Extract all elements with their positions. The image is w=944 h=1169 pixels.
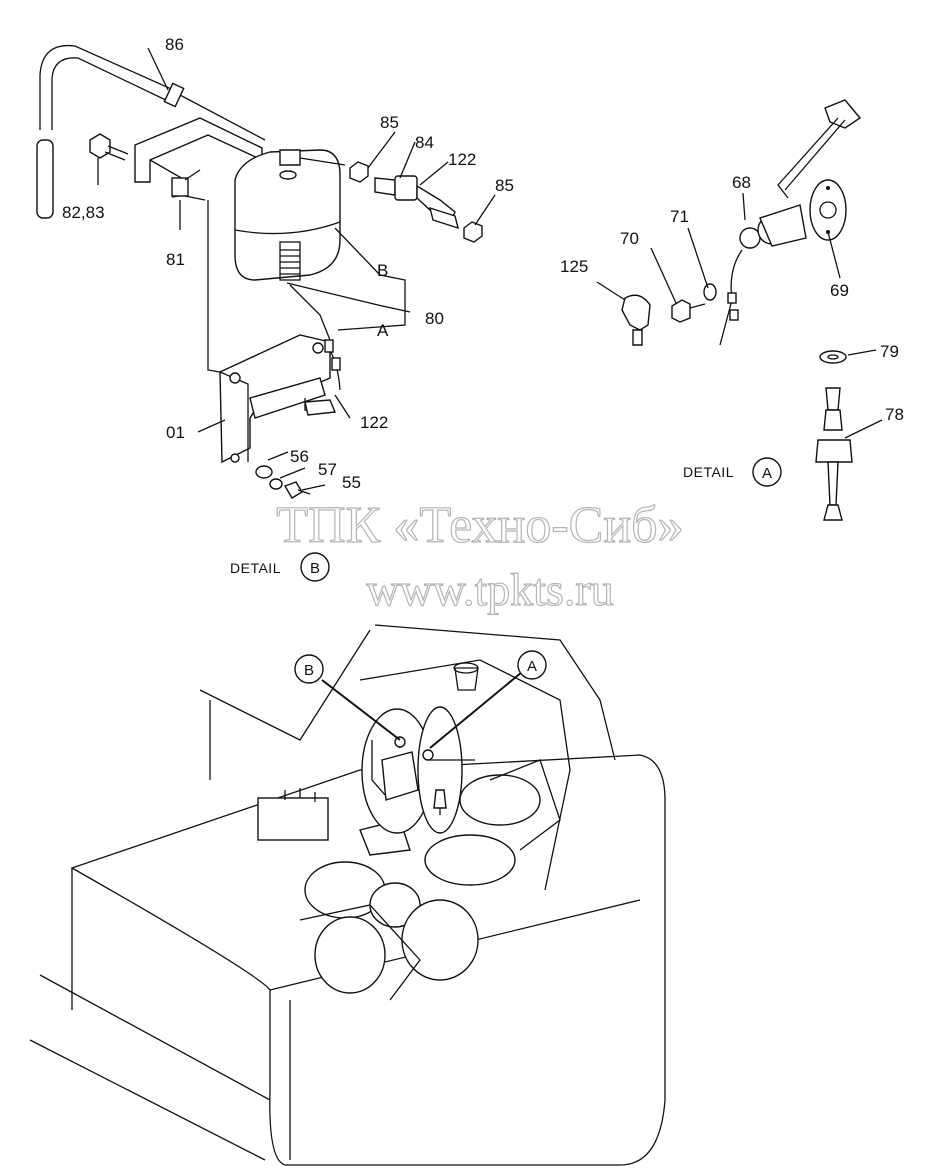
callout-82-83: 82,83 (62, 203, 105, 222)
fasteners-55-56-57 (255, 465, 311, 499)
callout-56: 56 (290, 447, 309, 466)
callout-78: 78 (885, 405, 904, 424)
tank-80 (234, 149, 346, 281)
callout-122-lower: 122 (360, 413, 388, 432)
overview-a-letter: A (527, 658, 537, 675)
machine-overview (29, 624, 666, 1166)
callout-85-lower: 85 (495, 176, 514, 195)
callout-81: 81 (166, 250, 185, 269)
callout-85-upper: 85 (380, 113, 399, 132)
hose-86 (36, 44, 266, 219)
callout-125: 125 (560, 257, 588, 276)
nut-85-upper (349, 161, 369, 183)
watermark-line2: www.tpkts.ru (366, 564, 613, 615)
detail-a-letter: A (762, 465, 772, 482)
callout-b-letter: B (377, 261, 388, 280)
overview-detail-markers: B A (294, 650, 547, 684)
callout-68: 68 (732, 173, 751, 192)
leader-lines-a-b (286, 227, 411, 341)
callout-labels: 86 82,83 81 85 84 122 85 B 80 A 122 01 5… (62, 35, 904, 492)
callout-122-upper: 122 (448, 150, 476, 169)
callout-69: 69 (830, 281, 849, 300)
detail-a-word: DETAIL (683, 464, 734, 480)
callout-57: 57 (318, 460, 337, 479)
callout-70: 70 (620, 229, 639, 248)
detail-a-parts (621, 99, 862, 521)
bracket-81 (89, 117, 263, 198)
callout-71: 71 (670, 207, 689, 226)
nut-85-lower (463, 221, 483, 243)
callout-leaders (97, 47, 883, 491)
callout-79: 79 (880, 342, 899, 361)
callout-86: 86 (165, 35, 184, 54)
pipe-84 (374, 175, 459, 230)
callout-80: 80 (425, 309, 444, 328)
callout-55: 55 (342, 473, 361, 492)
detail-b-label: DETAIL B (230, 552, 330, 582)
watermark: ТПК «Техно-Сиб» www.tpkts.ru (276, 496, 684, 615)
callout-01: 01 (166, 423, 185, 442)
callout-84: 84 (415, 133, 434, 152)
detail-b-letter: B (310, 560, 320, 577)
detail-a-label: DETAIL A (683, 457, 782, 487)
watermark-line1: ТПК «Техно-Сиб» (276, 497, 683, 554)
mount-plate-01 (184, 195, 341, 464)
overview-b-letter: B (304, 662, 314, 679)
callout-a-letter: A (377, 321, 389, 340)
detail-b-word: DETAIL (230, 560, 281, 576)
